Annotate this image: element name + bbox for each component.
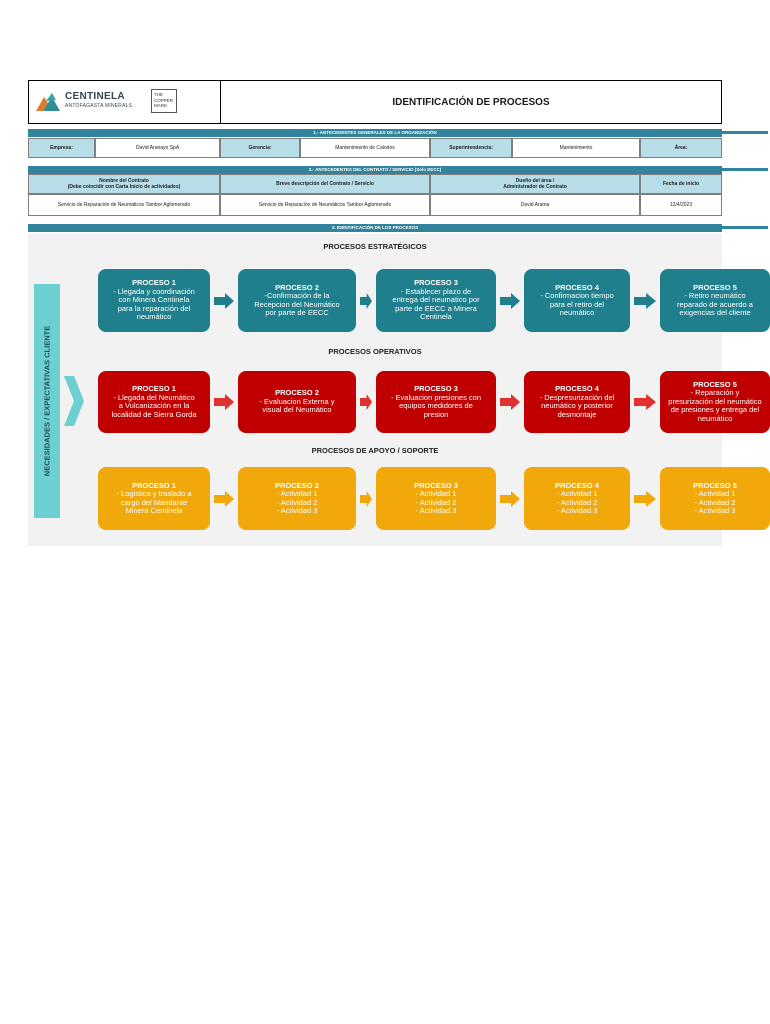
process-title: PROCESO 3	[414, 384, 458, 393]
section1-bar-extension	[722, 131, 768, 134]
section3-bar-extension	[722, 226, 768, 229]
process-title: PROCESO 5	[693, 379, 737, 389]
process-description: - Evaluacion Externa y visual del Neumát…	[259, 396, 335, 415]
process-box: PROCESO 3- Establecer plazo de entrega d…	[376, 269, 496, 332]
logo-cell: CENTINELA ANTOFAGASTA MINERALS THE COPPE…	[29, 81, 221, 123]
flow-arrow-icon	[214, 490, 234, 507]
client-needs-chevron-icon	[64, 376, 84, 426]
process-box: PROCESO 1- Logistica y traslado a cargo …	[98, 467, 210, 530]
label-empresa: Empresa:	[28, 138, 95, 158]
process-box: PROCESO 2- Evaluacion Externa y visual d…	[238, 371, 356, 433]
process-title: PROCESO 3	[414, 278, 458, 288]
band-title: PROCESOS OPERATIVOS	[328, 347, 422, 356]
section2-bar-extension	[722, 168, 768, 171]
process-box: PROCESO 5- Retiro neumático reparado de …	[660, 269, 770, 332]
value-start-date: 12/4/2023	[640, 194, 722, 216]
process-description: -Confirmación de la Recepcion del Neumát…	[254, 291, 340, 317]
process-title: PROCESO 4	[555, 282, 599, 292]
process-box: PROCESO 5- Reparación y presurización de…	[660, 371, 770, 433]
process-description: - Establecer plazo de entrega del neumat…	[392, 286, 480, 322]
band-title: PROCESOS ESTRATÉGICOS	[323, 242, 427, 251]
logo-name: CENTINELA	[65, 91, 125, 102]
value-gerencia: Mantenimiento de Calodos	[300, 138, 430, 158]
process-title: PROCESO 1	[132, 278, 176, 288]
flow-arrow-icon	[634, 490, 656, 507]
value-contract-name: Servicio de Reparación de Neumáticos Tam…	[28, 194, 220, 216]
process-box: PROCESO 2- Actividad 1 - Actividad 2 - A…	[238, 467, 356, 530]
process-title: PROCESO 2	[275, 388, 319, 398]
flow-arrow-icon	[500, 394, 520, 410]
logo-subtitle: ANTOFAGASTA MINERALS	[65, 103, 133, 109]
process-title: PROCESO 3	[414, 480, 458, 490]
process-box: PROCESO 1- Llegada del Neumático a Vulca…	[98, 371, 210, 433]
process-description: - Retiro neumático reparado de acuerdo a…	[677, 291, 753, 317]
process-box: PROCESO 3- Evaluacion presiones con equi…	[376, 371, 496, 433]
page-title: IDENTIFICACIÓN DE PROCESOS	[392, 96, 550, 108]
process-box: PROCESO 2-Confirmación de la Recepcion d…	[238, 269, 356, 332]
flow-arrow-icon	[360, 292, 372, 309]
process-title: PROCESO 5	[693, 480, 737, 490]
process-title: PROCESO 2	[275, 480, 319, 490]
process-title: PROCESO 1	[132, 384, 176, 393]
process-title: PROCESO 2	[275, 282, 319, 292]
process-box: PROCESO 1- Llegada y coordinación con Mi…	[98, 269, 210, 332]
process-description: - Actividad 1 - Actividad 2 - Actividad …	[556, 489, 598, 515]
value-area-owner: David Arama	[430, 194, 640, 216]
value-empresa: David Aranayo SpA	[95, 138, 220, 158]
flow-arrow-icon	[500, 490, 520, 507]
section2-table: Nombre del Contrato (Debe coincidir con …	[28, 174, 722, 216]
process-description: - Llegada y coordinación con Minera Cent…	[113, 286, 195, 322]
flow-arrow-icon	[360, 490, 372, 507]
flow-arrow-icon	[500, 292, 520, 309]
label-superintendencia: Superintendencia:	[430, 138, 512, 158]
flow-arrow-icon	[634, 292, 656, 309]
flow-arrow-icon	[214, 292, 234, 309]
process-description: - Actividad 1 - Actividad 2 - Actividad …	[276, 489, 318, 515]
process-description: - Llegada del Neumático a Vulcanización …	[111, 392, 197, 419]
process-box: PROCESO 3- Actividad 1 - Actividad 2 - A…	[376, 467, 496, 530]
section1-table: Empresa: David Aranayo SpA Gerencia: Man…	[28, 138, 722, 158]
header-contract-name: Nombre del Contrato (Debe coincidir con …	[28, 174, 220, 194]
flow-arrow-icon	[214, 394, 234, 410]
process-description: - Confirmacion tiempo para el retiro del…	[540, 291, 614, 317]
header-block: CENTINELA ANTOFAGASTA MINERALS THE COPPE…	[28, 80, 722, 124]
process-title: PROCESO 4	[555, 384, 599, 393]
process-box: PROCESO 4- Despresurización del neumátic…	[524, 371, 630, 433]
header-area-owner: Dueño del área / Administrador de Contra…	[430, 174, 640, 194]
process-description: - Logistica y traslado a cargo del Manda…	[116, 489, 192, 515]
process-description: - Despresurización del neumático y poste…	[539, 392, 615, 419]
process-description: - Evaluacion presiones con equipos medid…	[390, 392, 482, 419]
process-box: PROCESO 5- Actividad 1 - Actividad 2 - A…	[660, 467, 770, 530]
process-box: PROCESO 4- Actividad 1 - Actividad 2 - A…	[524, 467, 630, 530]
label-gerencia: Gerencia:	[220, 138, 300, 158]
section1-title: 1.- ANTECEDENTES GENERALES DE LA ORGANIZ…	[28, 129, 722, 137]
client-needs-bar: NECESIDADES / EXPECTATIVAS CLIENTE	[34, 284, 60, 518]
process-title: PROCESO 1	[132, 480, 176, 490]
value-description: Servicio de Reparación de Neumáticos Tam…	[220, 194, 430, 216]
process-box: PROCESO 4- Confirmacion tiempo para el r…	[524, 269, 630, 332]
process-map-panel: NECESIDADES / EXPECTATIVAS CLIENTE PROCE…	[28, 234, 770, 546]
section2-title: 2.- ANTECEDENTES DEL CONTRATO / SERVICIO…	[28, 166, 722, 174]
process-title: PROCESO 4	[555, 480, 599, 490]
process-title: PROCESO 5	[693, 282, 737, 292]
copper-mark-logo: THE COPPER MARK	[151, 89, 177, 113]
flow-arrow-icon	[634, 394, 656, 410]
band-title: PROCESOS DE APOYO / SOPORTE	[311, 446, 439, 455]
process-description: - Reparación y presurización del neumáti…	[668, 388, 762, 423]
header-start-date: Fecha de inicio	[640, 174, 722, 194]
value-superintendencia: Mantenimiento	[512, 138, 640, 158]
label-area: Área:	[640, 138, 722, 158]
centinela-logo-icon	[36, 93, 60, 111]
section3-title: 3. IDENTIFICACIÓN DE LOS PROCESOS	[28, 224, 722, 232]
header-description: Breve descripción del Contrato / Servici…	[220, 174, 430, 194]
process-description: - Actividad 1 - Actividad 2 - Actividad …	[694, 489, 736, 515]
flow-arrow-icon	[360, 394, 372, 410]
process-description: - Actividad 1 - Actividad 2 - Actividad …	[415, 489, 457, 515]
